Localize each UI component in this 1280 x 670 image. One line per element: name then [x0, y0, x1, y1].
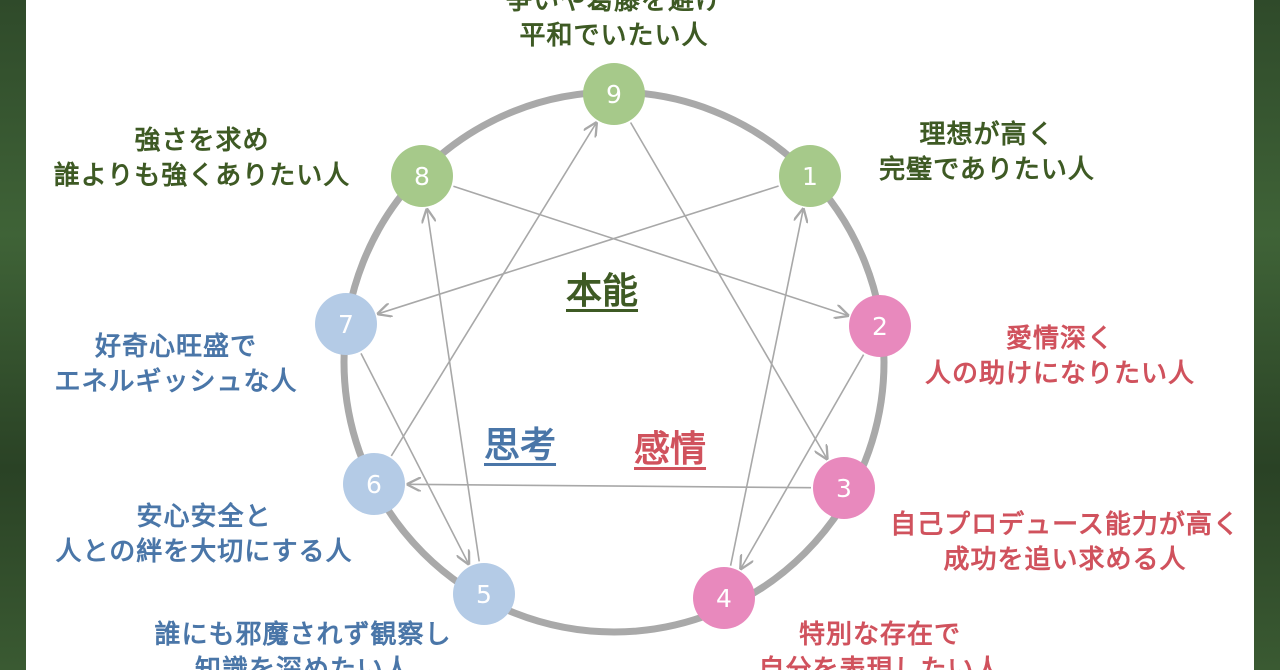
- arrow-4-to-1: [729, 209, 804, 566]
- label-type-3: 自己プロデュース能力が高く 成功を追い求める人: [860, 508, 1270, 578]
- label-type-1-line-1: 理想が高く: [919, 120, 1055, 150]
- label-type-5: 誰にも邪魔されず観察し 知識を深めたい人: [128, 618, 478, 670]
- label-type-9-line-1: 争いや葛藤を避け: [505, 0, 722, 16]
- label-type-1: 理想が高く 完璧でありたい人: [862, 118, 1112, 188]
- node-type-2-number: 2: [872, 312, 888, 341]
- node-type-2-circle: [849, 295, 911, 357]
- node-type-9: 9: [583, 63, 645, 125]
- node-type-3-number: 3: [836, 474, 852, 503]
- left-background-strip: [0, 0, 26, 670]
- label-type-5-line-2: 知識を深めたい人: [194, 655, 411, 670]
- label-type-9: 争いや葛藤を避け 平和でいたい人: [474, 0, 754, 54]
- label-type-1-line-2: 完璧でありたい人: [879, 155, 1095, 185]
- node-type-9-number: 9: [606, 80, 622, 109]
- arrow-9-to-3: [629, 122, 827, 459]
- label-type-6-line-2: 人との絆を大切にする人: [55, 537, 353, 567]
- node-type-8-circle: [391, 145, 453, 207]
- arrows-layer: [360, 122, 865, 569]
- node-type-3-circle: [813, 457, 875, 519]
- arrow-3-to-6: [408, 484, 812, 487]
- node-type-5-number: 5: [476, 580, 492, 609]
- node-type-5-circle: [453, 563, 515, 625]
- node-type-4-circle: [693, 567, 755, 629]
- right-background-strip: [1254, 0, 1280, 670]
- label-type-3-line-1: 自己プロデュース能力が高く: [890, 510, 1240, 540]
- node-type-7-circle: [315, 293, 377, 355]
- node-type-7: 7: [315, 293, 377, 355]
- label-type-3-line-2: 成功を追い求める人: [943, 545, 1187, 575]
- label-type-8-line-1: 強さを求め: [134, 126, 270, 156]
- node-type-1-number: 1: [802, 162, 818, 191]
- label-type-9-line-2: 平和でいたい人: [519, 21, 709, 51]
- node-type-3: 3: [813, 457, 875, 519]
- node-type-1: 1: [779, 145, 841, 207]
- arrow-6-to-9: [390, 123, 596, 457]
- arrow-5-to-8: [427, 210, 480, 562]
- nodes-layer: 9 1 2 3 4 5 6 7 8: [315, 63, 911, 629]
- center-title-thinking: 思考: [484, 425, 557, 466]
- center-title-feeling: 感情: [634, 429, 707, 470]
- label-type-8-line-2: 誰よりも強くありたい人: [53, 161, 351, 191]
- center-title-instinct: 本能: [566, 271, 639, 312]
- label-type-4: 特別な存在で 自分を表現したい人: [730, 618, 1030, 670]
- node-type-5: 5: [453, 563, 515, 625]
- node-type-6-number: 6: [366, 470, 382, 499]
- node-type-2: 2: [849, 295, 911, 357]
- node-type-6: 6: [343, 453, 405, 515]
- label-type-4-line-2: 自分を表現したい人: [758, 655, 1002, 670]
- label-type-2-line-1: 愛情深く: [1005, 324, 1114, 354]
- node-type-1-circle: [779, 145, 841, 207]
- arrow-1-to-7: [378, 185, 779, 314]
- node-type-4-number: 4: [716, 584, 732, 613]
- arrow-2-to-4: [741, 354, 865, 569]
- arrow-7-to-5: [360, 353, 469, 563]
- label-type-2: 愛情深く 人の助けになりたい人: [900, 322, 1220, 392]
- node-type-7-number: 7: [338, 310, 354, 339]
- node-type-9-circle: [583, 63, 645, 125]
- node-type-6-circle: [343, 453, 405, 515]
- label-type-2-line-2: 人の助けになりたい人: [924, 359, 1195, 389]
- node-type-4: 4: [693, 567, 755, 629]
- label-type-8: 強さを求め 誰よりも強くありたい人: [30, 124, 374, 194]
- arrow-8-to-2: [453, 185, 847, 315]
- label-type-7: 好奇心旺盛で エネルギッシュな人: [30, 330, 322, 400]
- label-type-6: 安心安全と 人との絆を大切にする人: [28, 500, 380, 570]
- node-type-8-number: 8: [414, 162, 430, 191]
- label-type-5-line-1: 誰にも邪魔されず観察し: [154, 620, 452, 650]
- label-type-6-line-1: 安心安全と: [136, 502, 272, 532]
- node-type-8: 8: [391, 145, 453, 207]
- label-type-4-line-1: 特別な存在で: [798, 620, 961, 650]
- label-type-7-line-1: 好奇心旺盛で: [94, 332, 257, 362]
- label-type-7-line-2: エネルギッシュな人: [54, 367, 298, 397]
